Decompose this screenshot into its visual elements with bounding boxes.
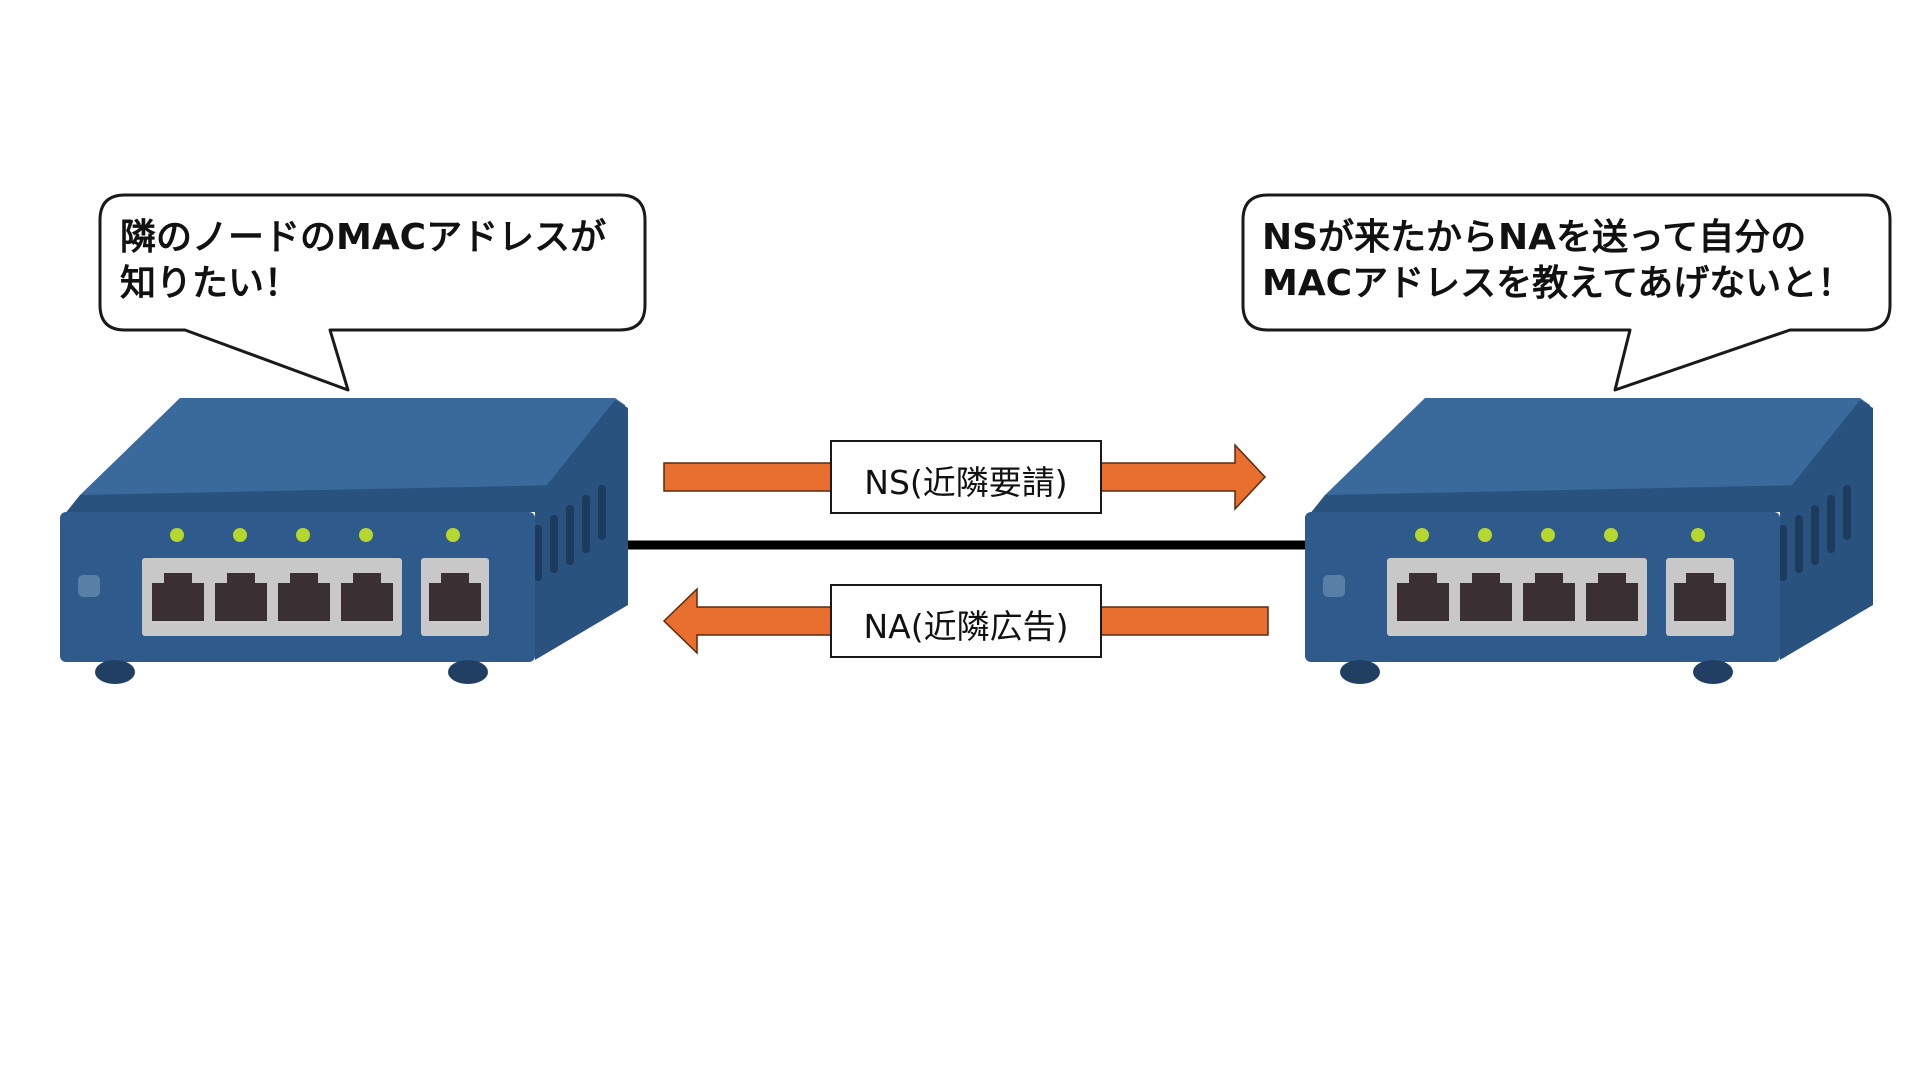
right-speech-line-1: NSが来たからNAを送って自分の bbox=[1262, 217, 1807, 258]
left-speech-line-1: 隣のノードのMACアドレスが bbox=[120, 217, 607, 258]
na-label-box bbox=[830, 584, 1102, 658]
ns-label: NS(近隣要請) bbox=[864, 463, 1068, 502]
right-speech-bubble bbox=[1241, 193, 1892, 392]
left-switch-icon bbox=[60, 398, 628, 684]
left-speech-line-2: 知りたい！ bbox=[120, 263, 301, 304]
right-speech-line-2: MACアドレスを教えてあげないと！ bbox=[1262, 263, 1854, 304]
left-speech-bubble bbox=[98, 193, 647, 392]
na-label: NA(近隣広告) bbox=[863, 607, 1069, 646]
ns-label-box bbox=[830, 440, 1102, 514]
right-switch-icon bbox=[1305, 398, 1873, 684]
